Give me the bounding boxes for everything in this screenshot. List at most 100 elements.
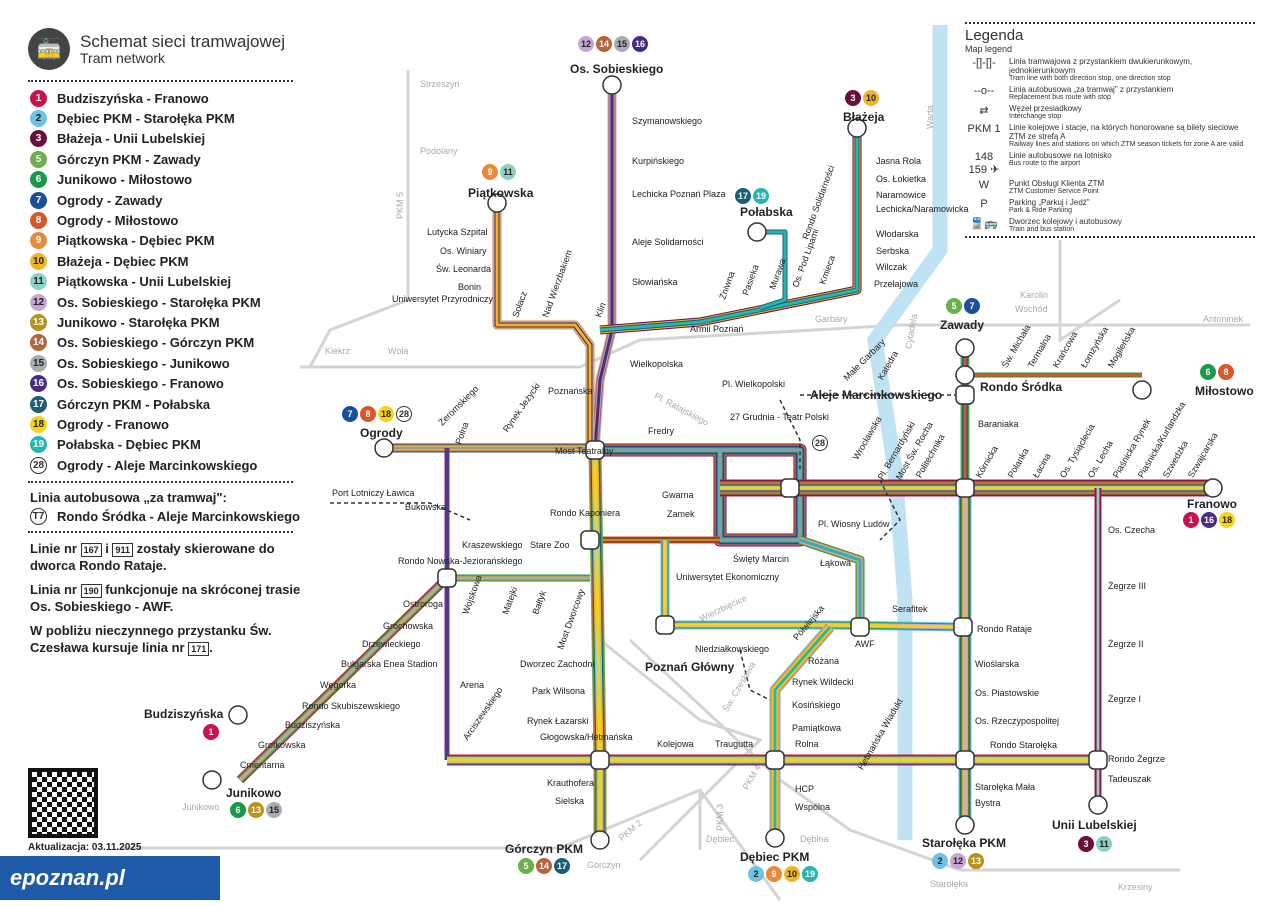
station-label: Tadeuszak	[1108, 774, 1152, 784]
terminal-junikowo[interactable]: Junikowo	[226, 786, 282, 800]
line-badge: 11	[500, 164, 516, 180]
station-label: Os. Winiary	[440, 246, 487, 256]
terminal-zawady[interactable]: Zawady	[940, 318, 985, 332]
line-badge: 6	[230, 802, 246, 818]
line-badge: 19	[753, 188, 769, 204]
interchange-icon	[780, 478, 800, 498]
station-label: Kraszewskiego	[462, 540, 523, 550]
terminal-franowo[interactable]: Franowo	[1187, 497, 1237, 511]
terminal-os-sobieskiego[interactable]: Os. Sobieskiego	[570, 62, 664, 76]
station-label: Bonin	[458, 282, 482, 292]
rail-label: Garbary	[815, 314, 848, 324]
station-label: AWF	[855, 639, 875, 649]
rail-label: Dębina	[800, 834, 829, 844]
line-badge: 17	[30, 395, 47, 413]
t7-route: Rondo Śródka - Aleje Marcinkowskiego	[57, 509, 300, 524]
qr-code[interactable]	[28, 768, 98, 838]
interchange-icon	[655, 615, 675, 635]
station-label: Słowiańska	[632, 277, 678, 287]
line-badge: 8	[360, 406, 376, 422]
line-badge: 10	[784, 866, 800, 882]
line-badge: 2	[748, 866, 764, 882]
station-label: Os. Łokietka	[876, 174, 927, 184]
terminal-budziszy-ska[interactable]: Budziszyńska	[144, 707, 224, 721]
station-label: Lutycka Szpital	[427, 227, 488, 237]
station-label: Żegrze II	[1108, 639, 1144, 649]
tram-line-15	[238, 576, 449, 782]
tram-line-19	[599, 120, 859, 332]
station-label: Krauthofera	[547, 778, 595, 788]
terminal-pi-tkowska[interactable]: Piątkowska	[468, 186, 534, 200]
line-badge: 5	[518, 858, 534, 874]
tram-line-16	[593, 85, 614, 451]
station-label: Serbska	[876, 246, 910, 256]
notes: Linie nr 167 i 911 zostały skierowane do…	[30, 540, 310, 663]
station-label: Wielkopolska	[630, 359, 684, 369]
station-label: Żegrze III	[1108, 581, 1147, 591]
station-label: Jasna Rola	[876, 156, 922, 166]
station-label: Lechicka Poznań Plaza	[632, 189, 726, 199]
station-label: Budziszyńska	[285, 720, 341, 730]
terminal-d-biec-pkm[interactable]: Dębiec PKM	[740, 850, 810, 864]
station-label: Sielska	[555, 796, 585, 806]
line-badge: 7	[342, 406, 358, 422]
station-label: Wilczak	[876, 262, 907, 272]
station-label: Starołęka Mała	[975, 782, 1036, 792]
epoznan-logo[interactable]: epoznan.pl	[0, 856, 220, 900]
rail-label: Karolin	[1020, 290, 1049, 300]
tram-line-18	[663, 540, 964, 629]
station-label: Niedziałkowskiego	[695, 644, 770, 654]
terminal-circle	[955, 815, 975, 835]
station-label: Rondo Starołęka	[990, 740, 1058, 750]
terminal-mi-ostowo[interactable]: Miłostowo	[1195, 384, 1254, 398]
station-label: Włodarska	[876, 229, 919, 239]
terminal-unii-lubelskiej[interactable]: Unii Lubelskiej	[1052, 818, 1137, 832]
line-badge: 16	[1201, 512, 1217, 528]
terminal-lines: 28	[812, 435, 828, 451]
terminal-b-a-eja[interactable]: Błażeja	[843, 110, 885, 124]
legend-route: Ogrody - Zawady	[57, 192, 163, 208]
terminal-po-abska[interactable]: Połabska	[740, 205, 793, 219]
rail-line	[120, 788, 782, 901]
map-subtitle: Tram network	[80, 49, 166, 66]
station-label: Rondo Nowaka-Jeziorańskiego	[398, 556, 523, 566]
rail-label: PKM 3	[715, 803, 725, 831]
interchange-icon	[955, 750, 975, 770]
station-label: Różana	[808, 656, 840, 666]
terminal-g-rczyn-pkm[interactable]: Górczyn PKM	[505, 842, 584, 856]
rail-line	[300, 323, 1250, 369]
terminal-pozna-g-wny[interactable]: Poznań Główny	[645, 660, 735, 674]
station-label: Stare Zoo	[530, 540, 570, 550]
line-badge: 10	[30, 252, 47, 270]
note-190: Linia nr 190 funkcjonuje na skróconej tr…	[30, 582, 301, 614]
station-label: Św. Leonarda	[436, 264, 492, 274]
line-badge: 8	[1218, 364, 1234, 380]
terminal-circle	[374, 438, 394, 458]
interchange-icon	[850, 617, 870, 637]
station-label: Przełajowa	[874, 279, 919, 289]
station-label: Grochowska	[383, 621, 434, 631]
terminal-staro-ka-pkm[interactable]: Starołęka PKM	[922, 836, 1007, 850]
terminal-ogrody[interactable]: Ogrody	[360, 426, 403, 440]
terminal-rondo-r-dka[interactable]: Rondo Śródka	[980, 380, 1063, 394]
terminal-aleje-marcinkowskiego[interactable]: Aleje Marcinkowskiego	[810, 388, 943, 402]
tram-line-19	[757, 230, 787, 310]
line-badge: 3	[1078, 836, 1094, 852]
terminal-circle	[487, 193, 507, 213]
interchange-icon	[953, 617, 973, 637]
station-label: Święty Marcin	[733, 554, 790, 564]
station-label: Gwarna	[662, 490, 694, 500]
station-label: Bukowska	[405, 502, 447, 512]
